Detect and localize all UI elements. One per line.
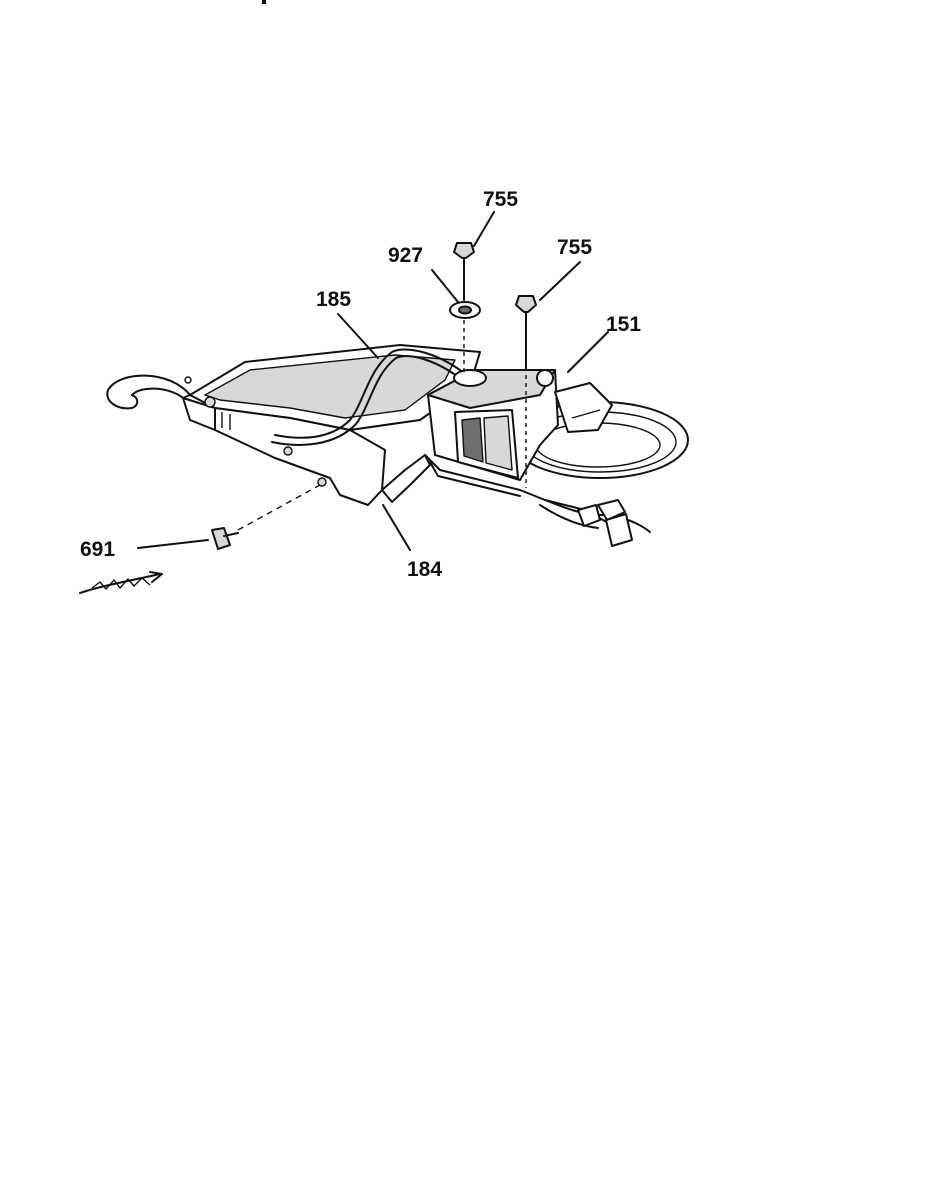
callout-185: 185 [316,288,351,311]
callout-184: 184 [407,558,442,581]
callout-151: 151 [606,313,641,336]
motor [424,369,689,526]
hook [106,374,192,410]
screw-755-top [453,242,475,372]
screw-691 [211,484,321,550]
scan-mark [262,0,266,4]
washer [449,301,481,319]
link-rod [271,348,471,446]
callout-691: 691 [80,538,115,561]
mounting-bracket [182,344,481,506]
leader-lines [137,211,609,551]
screw-755-right [515,295,537,488]
callout-927: 927 [388,244,423,267]
callout-755-right: 755 [557,236,592,259]
orientation-mark [79,571,163,594]
wire-harness [539,499,651,547]
callout-755-top: 755 [483,188,518,211]
